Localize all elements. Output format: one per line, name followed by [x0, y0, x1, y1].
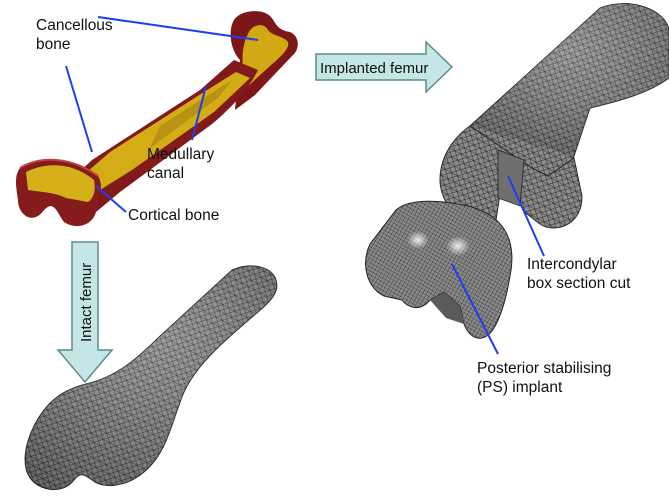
ps-implant-label: Posterior stabilising (PS) implant: [477, 359, 611, 397]
medullary-canal-label-line1: Medullary: [147, 145, 214, 164]
cortical-bone-label: Cortical bone: [128, 206, 219, 225]
intact-femur-mesh: [25, 266, 277, 490]
intercondylar-label: Intercondylar box section cut: [527, 255, 630, 293]
ps-implant-label-line1: Posterior stabilising: [477, 359, 611, 378]
ps-implant-label-line2: (PS) implant: [477, 378, 611, 397]
intact-femur-arrow-label: Intact femur: [78, 263, 95, 342]
cancellous-bone-label-line1: Cancellous: [36, 16, 113, 35]
implanted-femur-mesh: [440, 4, 669, 231]
medullary-canal-label-line2: canal: [147, 164, 214, 183]
cancellous-bone-label-line2: bone: [36, 35, 113, 54]
intact-femur-arrow: Intact femur: [58, 242, 112, 382]
intercondylar-label-line1: Intercondylar: [527, 255, 630, 274]
cancellous-bone-label: Cancellous bone: [36, 16, 113, 54]
leader-cancellous-shaft: [66, 66, 92, 152]
implanted-femur-arrow-label: Implanted femur: [320, 60, 428, 77]
intercondylar-label-line2: box section cut: [527, 274, 630, 293]
medullary-canal-label: Medullary canal: [147, 145, 214, 183]
ps-implant-mesh: [366, 201, 512, 338]
implanted-femur-arrow: Implanted femur: [316, 42, 452, 92]
